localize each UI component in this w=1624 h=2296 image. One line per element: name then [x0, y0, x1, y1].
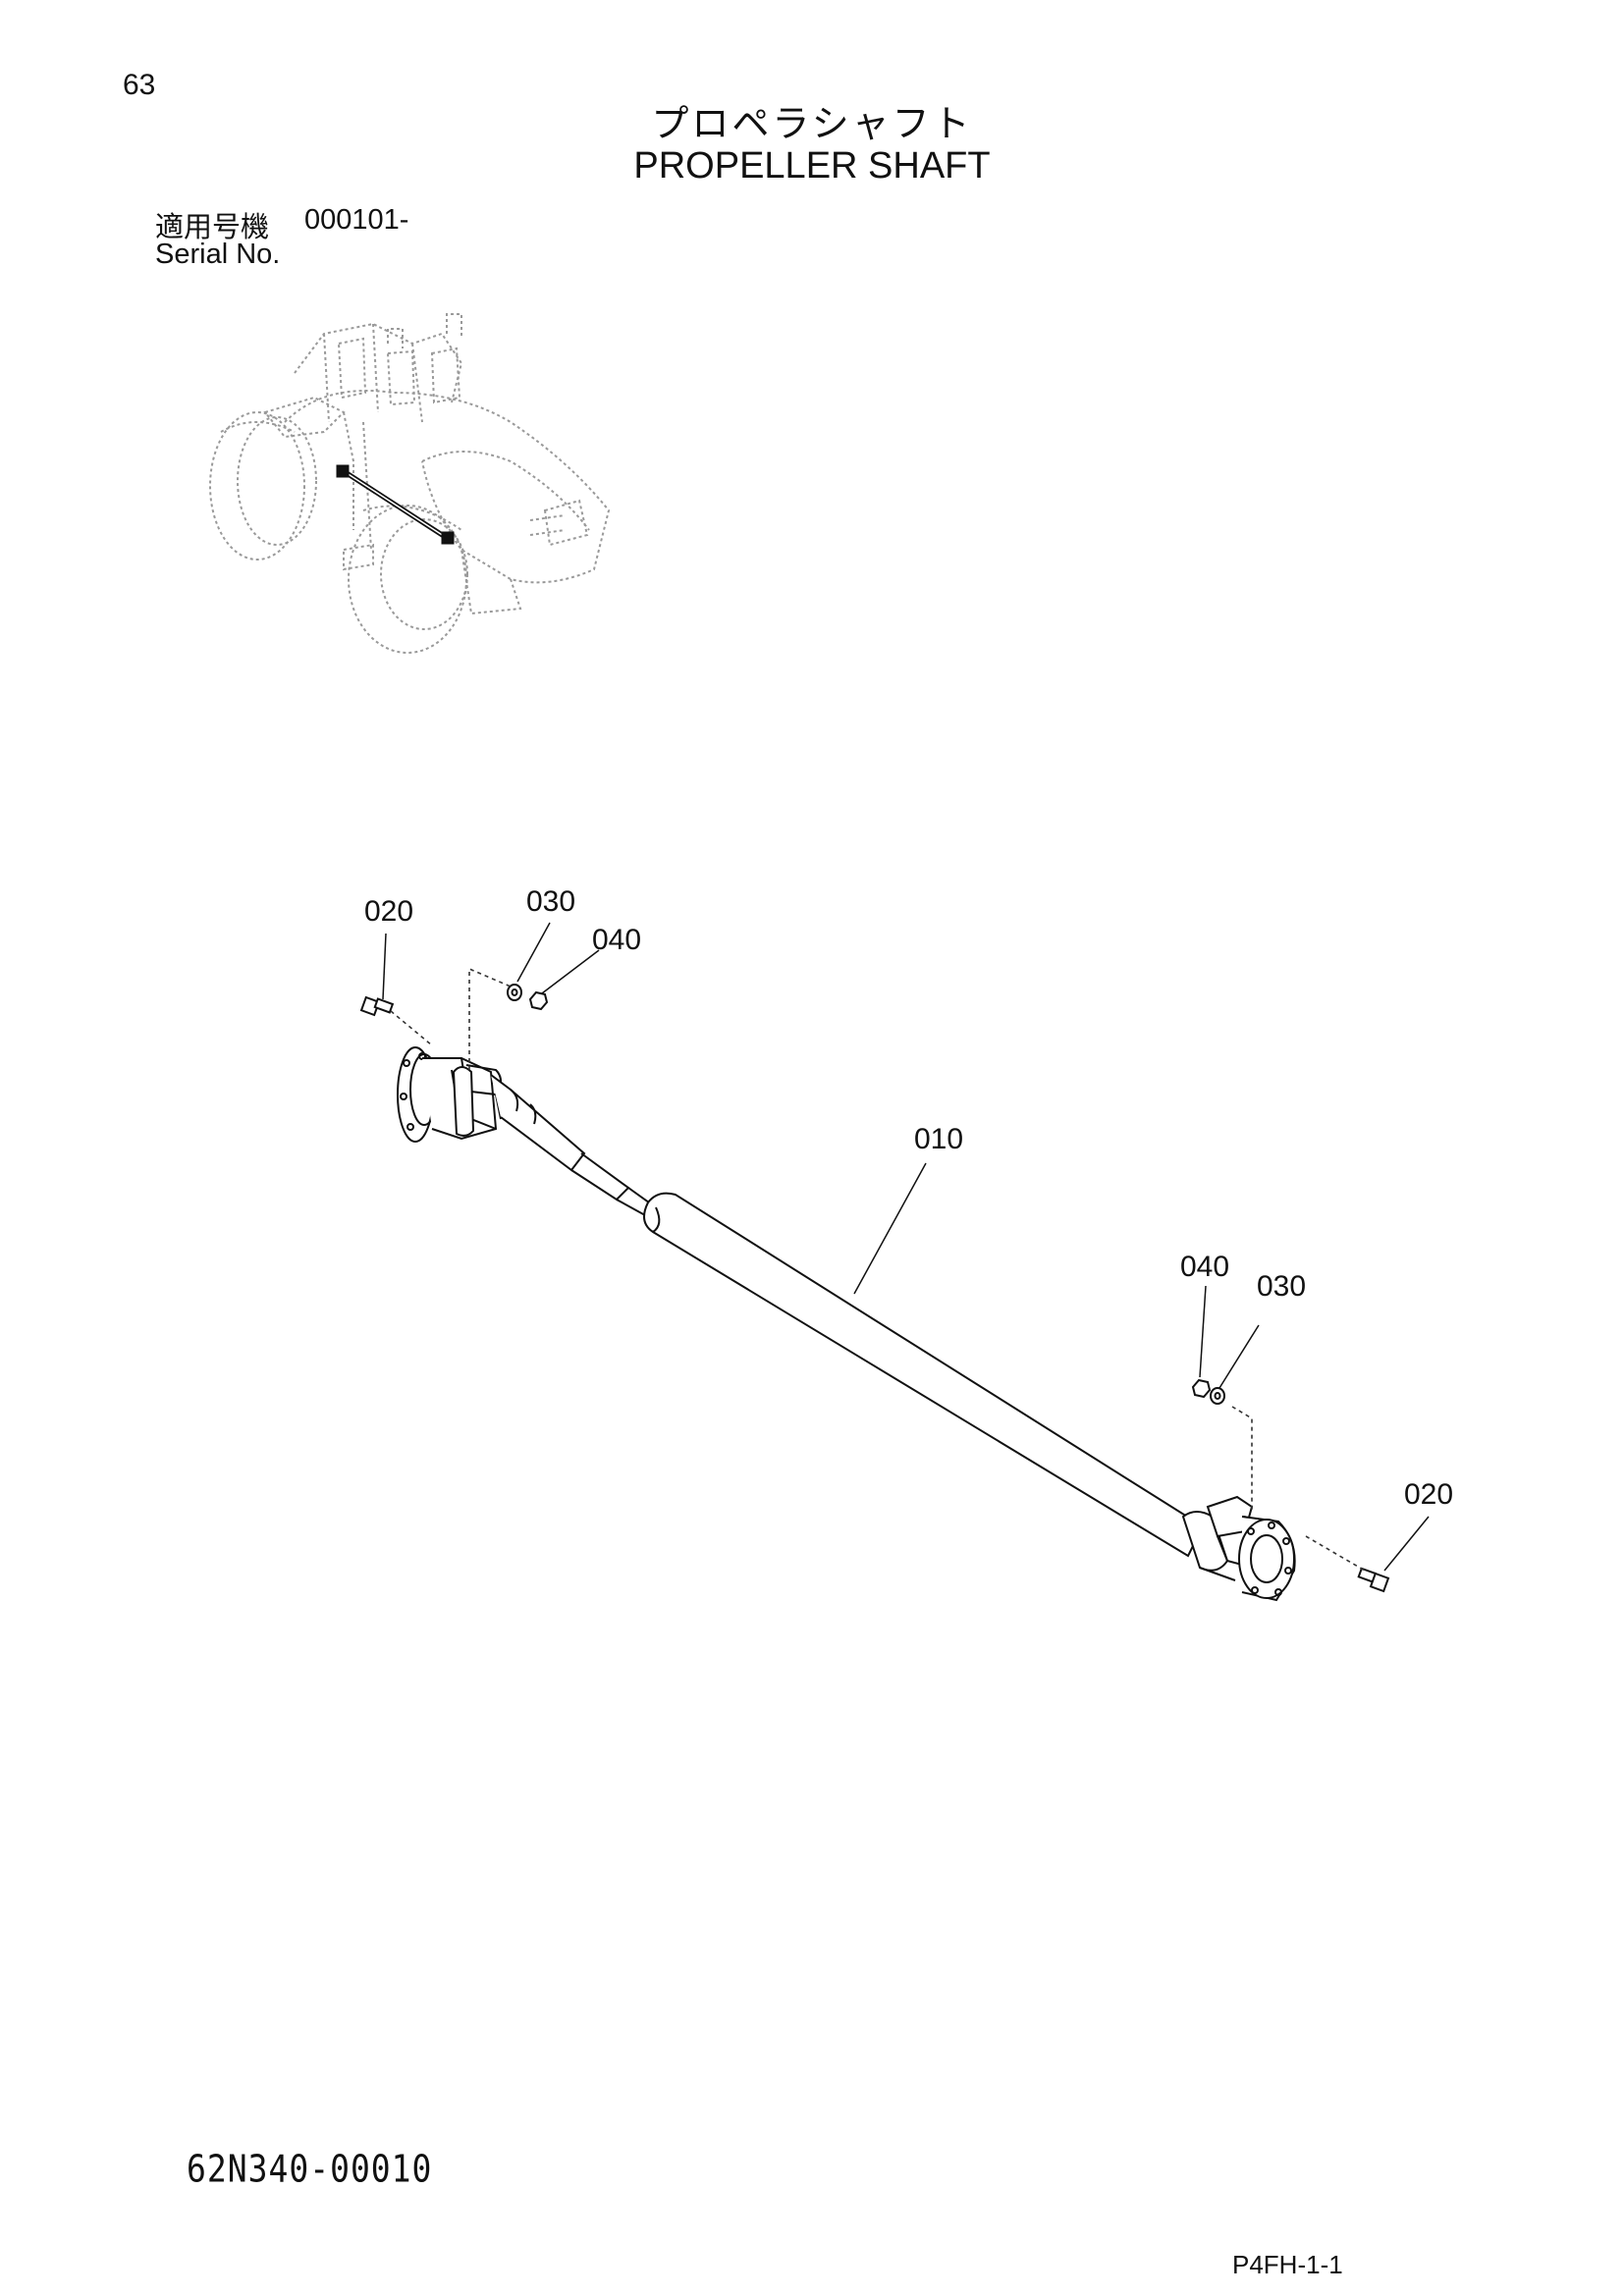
- drawing-number: 62N340-00010: [187, 2147, 433, 2191]
- thumbnail-shaft-highlight: [336, 464, 455, 545]
- serial-label-japanese: 適用号機: [155, 210, 270, 243]
- leader-lines: [382, 922, 1430, 1572]
- callout-right-bolt: 020: [1404, 1478, 1453, 1511]
- page-title: PROPELLER SHAFT: [633, 145, 991, 187]
- serial-label: Serial No.: [155, 239, 281, 270]
- left-universal-joint: [422, 1057, 502, 1141]
- right-nut: [1191, 1378, 1212, 1399]
- machine-body: [284, 390, 611, 584]
- callout-left-nut: 040: [592, 924, 641, 956]
- page-number: 63: [123, 69, 156, 101]
- page-title-japanese: プロペラシャフト: [651, 102, 973, 145]
- callout-left-washer: 030: [526, 885, 575, 918]
- left-nut: [528, 990, 549, 1011]
- left-washer: [507, 984, 522, 1001]
- callout-left-bolt: 020: [364, 895, 413, 928]
- right-flange: [1238, 1516, 1296, 1602]
- left-bolt: [359, 995, 395, 1017]
- right-washer: [1210, 1387, 1225, 1405]
- right-bolt: [1357, 1567, 1390, 1593]
- left-slip-sleeve: [490, 1074, 655, 1217]
- callout-shaft: 010: [914, 1123, 963, 1155]
- serial-number-value: 000101-: [304, 204, 409, 236]
- rear-wheel: [209, 411, 305, 561]
- main-tube: [643, 1192, 1205, 1558]
- callout-right-washer: 030: [1257, 1270, 1306, 1303]
- assembly-lines: [390, 967, 1366, 1572]
- page-reference: P4FH-1-1: [1232, 2250, 1343, 2279]
- front-wheel: [348, 505, 467, 654]
- callout-right-nut: 040: [1180, 1251, 1229, 1283]
